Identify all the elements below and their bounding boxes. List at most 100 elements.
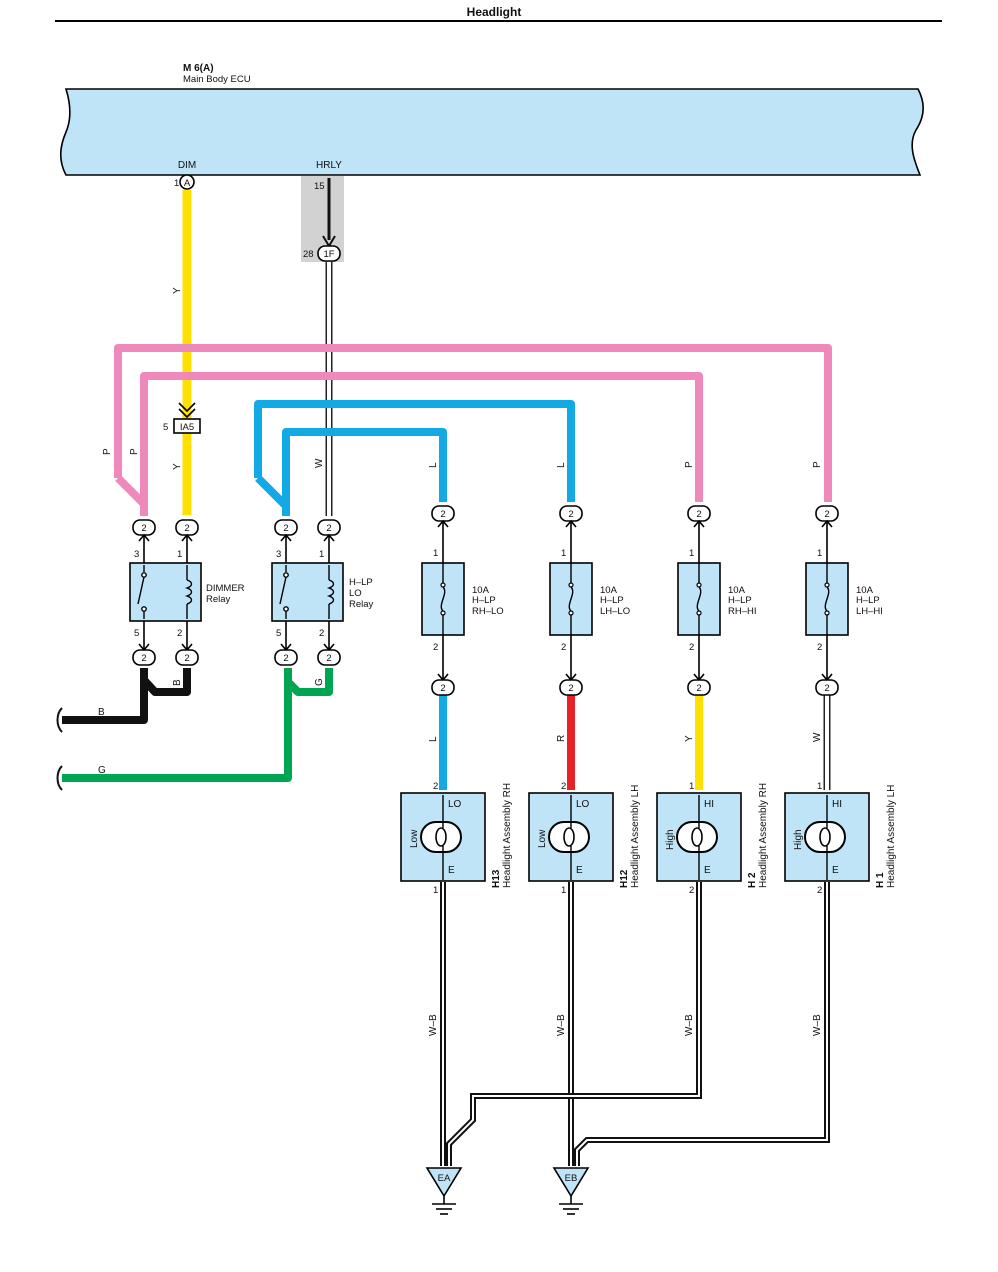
h1-code: H 1 — [875, 872, 886, 888]
dim-conn-letter: A — [184, 178, 191, 189]
dim-pin-number: 1 — [174, 178, 179, 189]
h12-code: H12 — [619, 869, 630, 888]
fuse-1-pin-bot: 2 — [433, 642, 438, 653]
hlp-pin1: 1 — [319, 549, 324, 560]
h2-beam: High — [665, 829, 676, 850]
junction-ia5-label: IA5 — [180, 422, 194, 433]
label-g-1: G — [314, 678, 325, 686]
fuse-1-pin-top: 1 — [433, 548, 438, 559]
fuse-4: 1 2 10A H–LP LH–HI — [805, 519, 883, 682]
h2-mode: HI — [704, 799, 714, 810]
label-wb-4: W–B — [812, 1014, 823, 1036]
hlp-relay-switch — [279, 565, 289, 619]
conn-hlp-5-label: 2 — [283, 653, 288, 664]
dimmer-relay-switch — [137, 565, 147, 619]
ground-ea: EA — [425, 1167, 463, 1215]
label-b-2: B — [98, 707, 105, 718]
connectors-relay-bottom: 2 2 2 2 — [132, 649, 341, 666]
main-body-ecu — [59, 88, 924, 176]
h1-pin-in: 1 — [817, 781, 822, 792]
junction-1f-label: 1F — [323, 249, 334, 260]
conn-dimmer-1-label: 2 — [184, 523, 189, 534]
label-p-4: P — [812, 461, 823, 468]
label-p-2: P — [129, 448, 140, 455]
wire-g — [62, 668, 292, 782]
h1-beam: High — [793, 829, 804, 850]
dimmer-relay-label1: DIMMER — [206, 583, 245, 594]
h12-ground: E — [576, 865, 583, 876]
headlight-h2: HI E High 1 2 H 2 Headlight Assembly RH — [656, 781, 769, 896]
fuse-2-amp: 10A — [600, 585, 618, 596]
label-w-2: W — [812, 732, 823, 742]
conn-fuse-2-bot-label: 2 — [568, 683, 573, 694]
headlight-h1: HI E High 1 2 H 1 Headlight Assembly LH — [784, 781, 897, 896]
conn-fuse-2-bot — [559, 679, 583, 696]
h1-mode: HI — [832, 799, 842, 810]
dimmer-relay-coil — [184, 565, 193, 619]
wire-p-outer — [114, 344, 832, 502]
fuse-3-pin-top: 1 — [689, 548, 694, 559]
ground-eb: EB — [552, 1167, 590, 1215]
fuse-3-name: H–LP — [728, 595, 752, 606]
conn-dimmer-2 — [175, 649, 199, 666]
conn-fuse-3-top-label: 2 — [696, 509, 701, 520]
label-l-2: L — [556, 462, 567, 468]
connectors-top: 2 2 2 2 2 2 2 2 — [132, 505, 839, 536]
h13-pin-out: 1 — [433, 885, 438, 896]
conn-fuse-1-top-label: 2 — [440, 509, 445, 520]
fuse-4-circuit: LH–HI — [856, 606, 883, 617]
h12-name: Headlight Assembly LH — [630, 785, 641, 888]
label-l-3: L — [428, 736, 439, 742]
headlight-h13: LO E Low 2 1 H13 Headlight Assembly RH — [400, 781, 513, 896]
conn-fuse-4-top-label: 2 — [824, 509, 829, 520]
wire-l-inner — [282, 428, 447, 516]
conn-dimmer-5 — [132, 649, 156, 666]
junction-ia5 — [173, 418, 201, 434]
h13-beam: Low — [409, 829, 420, 848]
hlp-relay-label1: H–LP — [349, 577, 373, 588]
h12-beam: Low — [537, 829, 548, 848]
h13-ground: E — [448, 865, 455, 876]
conn-fuse-4-bot — [815, 679, 839, 696]
label-y-2: Y — [172, 463, 183, 470]
h12-pin-out: 1 — [561, 885, 566, 896]
ecu-name: Main Body ECU — [183, 74, 251, 85]
h1-name: Headlight Assembly LH — [886, 785, 897, 888]
wire-l-outer-join — [255, 475, 290, 516]
label-l-1: L — [428, 462, 439, 468]
ia5-arrow — [178, 402, 196, 419]
connectors-fuse-bottom: 2 2 2 2 — [431, 679, 839, 696]
fuse-1-amp: 10A — [472, 585, 490, 596]
ground-eb-label: EB — [565, 1173, 578, 1184]
conn-fuse-1-bot — [431, 679, 455, 696]
fuse-4-pin-bot: 2 — [817, 642, 822, 653]
dimmer-pin2: 2 — [177, 628, 182, 639]
wire-g-end — [56, 765, 63, 791]
h2-name: Headlight Assembly RH — [758, 783, 769, 888]
conn-hlp-5 — [274, 649, 298, 666]
h2-pin-out: 2 — [689, 885, 694, 896]
hlp-relay-label2: LO — [349, 588, 362, 599]
hlp-pin3: 3 — [276, 549, 281, 560]
label-y-3: Y — [684, 735, 695, 742]
wire-p-inner — [140, 372, 703, 516]
fuse-2-pin-bot: 2 — [561, 642, 566, 653]
hlp-relay-label3: Relay — [349, 599, 374, 610]
conn-hlp-3-label: 2 — [283, 523, 288, 534]
junction-ia5-pin: 5 — [163, 422, 168, 433]
fuse-3-amp: 10A — [728, 585, 746, 596]
wire-labels: Y Y P P W L L P P B G B G L R Y W W–B W–… — [98, 287, 823, 1036]
label-b-1: B — [172, 679, 183, 686]
wire-l-outer — [254, 400, 575, 502]
dim-pin-connector — [179, 174, 195, 190]
dimmer-relay-label2: Relay — [206, 594, 231, 605]
h2-code: H 2 — [747, 872, 758, 888]
label-wb-2: W–B — [556, 1014, 567, 1036]
fuse-3-circuit: RH–HI — [728, 606, 757, 617]
wire-b-end — [56, 707, 63, 733]
h13-name: Headlight Assembly RH — [502, 783, 513, 888]
fuse-4-amp: 10A — [856, 585, 874, 596]
fuse-2-pin-top: 1 — [561, 548, 566, 559]
label-wb-1: W–B — [428, 1014, 439, 1036]
conn-dimmer-3-label: 2 — [141, 523, 146, 534]
